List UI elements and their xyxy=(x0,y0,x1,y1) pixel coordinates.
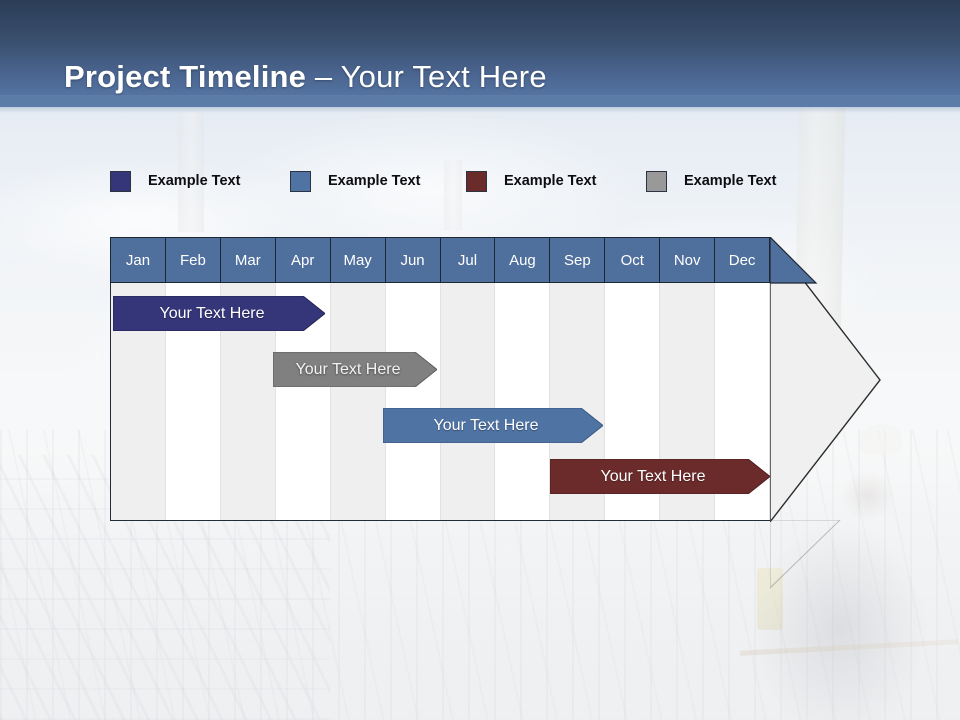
timeline-column-aug xyxy=(495,283,551,520)
timeline-column-may xyxy=(330,283,386,520)
timeline-bar-2[interactable]: Your Text Here xyxy=(273,352,437,387)
timeline-bottom-border xyxy=(110,520,770,521)
timeline-arrowhead-reflection xyxy=(769,519,882,590)
page-title-separator: – xyxy=(306,59,341,94)
month-header-nov[interactable]: Nov xyxy=(660,238,716,282)
page-title-light: Your Text Here xyxy=(340,59,547,94)
month-header-mar[interactable]: Mar xyxy=(220,238,276,282)
timeline-bar-3[interactable]: Your Text Here xyxy=(383,408,603,443)
month-header-jul[interactable]: Jul xyxy=(440,238,496,282)
timeline-column-jul xyxy=(440,283,496,520)
month-header-oct[interactable]: Oct xyxy=(605,238,661,282)
legend-item-4[interactable]: Example Text xyxy=(646,168,776,194)
month-header-jun[interactable]: Jun xyxy=(385,238,441,282)
timeline-column-jun xyxy=(385,283,441,520)
legend-swatch-navy xyxy=(110,170,131,192)
timeline-arrowhead xyxy=(770,237,882,522)
title-bar-fade xyxy=(0,95,960,113)
legend-swatch-steel-blue xyxy=(290,170,311,192)
legend-item-1[interactable]: Example Text xyxy=(110,168,240,194)
month-header-sep[interactable]: Sep xyxy=(550,238,606,282)
legend-swatch-gray xyxy=(646,170,667,192)
legend: Example Text Example Text Example Text E… xyxy=(110,168,830,198)
legend-label-4: Example Text xyxy=(684,173,777,189)
timeline-header-row: Jan Feb Mar Apr May Jun Jul Aug Sep Oct … xyxy=(110,237,771,283)
title-bar xyxy=(0,0,960,107)
legend-label-1: Example Text xyxy=(148,173,241,189)
legend-swatch-maroon xyxy=(466,170,487,192)
month-header-feb[interactable]: Feb xyxy=(165,238,221,282)
legend-item-2[interactable]: Example Text xyxy=(290,168,420,194)
month-header-dec[interactable]: Dec xyxy=(715,238,771,282)
legend-label-3: Example Text xyxy=(504,173,597,189)
month-header-may[interactable]: May xyxy=(330,238,386,282)
page-title-strong: Project Timeline xyxy=(64,59,307,94)
page-title: Project Timeline – Your Text Here xyxy=(64,59,547,95)
month-header-apr[interactable]: Apr xyxy=(275,238,331,282)
legend-item-3[interactable]: Example Text xyxy=(466,168,596,194)
legend-label-2: Example Text xyxy=(328,173,421,189)
timeline-bar-4[interactable]: Your Text Here xyxy=(550,459,770,494)
month-header-jan[interactable]: Jan xyxy=(111,238,166,282)
month-header-aug[interactable]: Aug xyxy=(495,238,551,282)
timeline-bar-1[interactable]: Your Text Here xyxy=(113,296,325,331)
